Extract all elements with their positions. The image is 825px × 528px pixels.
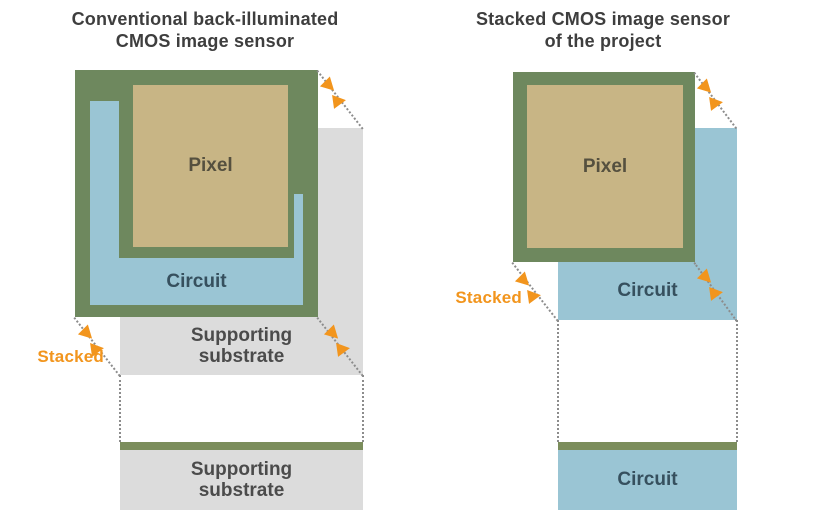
stack-arrow-icon — [336, 341, 351, 357]
left-pixel-region: Pixel — [133, 85, 288, 247]
right-pixel-region: Pixel — [527, 85, 683, 248]
stack-arrow-icon — [709, 95, 724, 111]
right-title-line1: Stacked CMOS image sensor — [475, 9, 731, 29]
right-circuit-label: Circuit — [617, 280, 678, 301]
left-bottom-substrate-line1: Supporting — [190, 459, 293, 480]
stack-arrow-icon — [709, 285, 724, 301]
right-align-line-left — [557, 320, 559, 442]
left-bottom-bond-strip — [120, 442, 363, 450]
left-bottom-substrate-line2: substrate — [198, 480, 285, 501]
stack-arrow-icon — [90, 341, 105, 357]
right-align-line-right — [736, 320, 738, 442]
left-bottom-substrate-layer: Supporting substrate — [120, 450, 363, 510]
right-circuit-labelbox: Circuit — [558, 262, 737, 320]
left-pixel-label: Pixel — [188, 155, 233, 176]
left-align-line-right — [362, 375, 364, 442]
right-pixel-label: Pixel — [582, 155, 628, 177]
right-bottom-bond-strip — [558, 442, 737, 450]
left-substrate-line2: substrate — [198, 346, 285, 367]
left-circuit-bar-left — [90, 101, 119, 258]
left-circuit-region: Circuit — [90, 258, 303, 305]
right-stacked-label: Stacked — [455, 288, 522, 307]
right-bottom-circuit-label: Circuit — [617, 469, 678, 490]
left-align-line-left — [119, 375, 121, 442]
left-upper-substrate-labelbox: Supporting substrate — [120, 317, 363, 375]
left-title-line2: CMOS image sensor — [115, 31, 295, 51]
left-circuit-label: Circuit — [166, 270, 227, 292]
left-circuit-bar-right — [294, 194, 303, 258]
right-title-line2: of the project — [544, 31, 662, 51]
left-stacked-label: Stacked — [37, 347, 104, 366]
left-substrate-line1: Supporting — [190, 325, 293, 346]
stack-arrow-icon — [332, 93, 347, 109]
right-bottom-circuit-layer: Circuit — [558, 450, 737, 510]
left-diagram-title: Conventional back-illuminated CMOS image… — [40, 8, 370, 52]
left-title-line1: Conventional back-illuminated — [71, 9, 339, 29]
right-diagram-title: Stacked CMOS image sensor of the project — [450, 8, 756, 52]
stack-arrow-icon — [527, 288, 542, 304]
